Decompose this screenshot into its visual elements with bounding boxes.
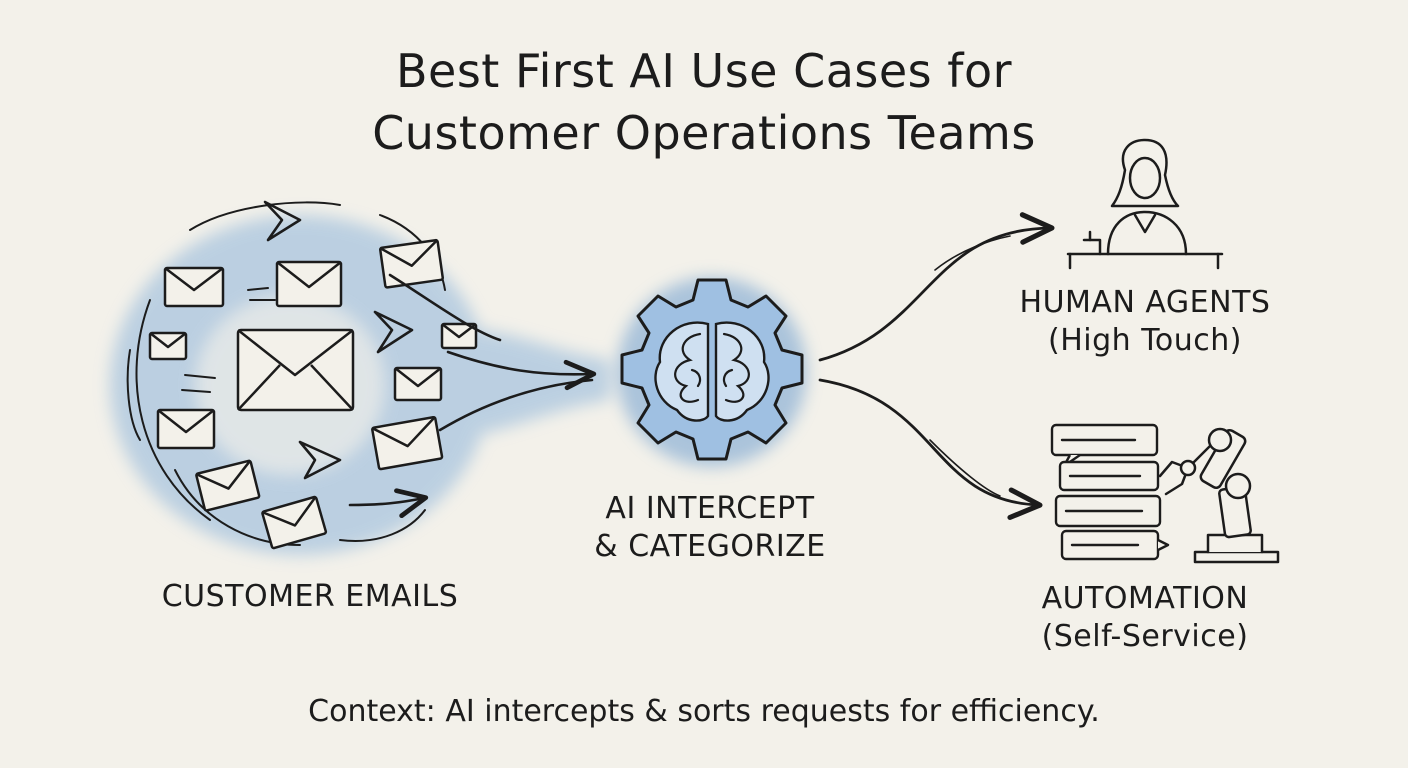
brain-gear-icon <box>620 278 804 461</box>
customer-emails-label: CUSTOMER EMAILS <box>120 578 500 616</box>
chevron-icon <box>263 200 414 480</box>
automation-label: AUTOMATION (Self-Service) <box>1000 580 1290 656</box>
envelope-icon <box>148 238 478 550</box>
chat-bubbles-icon <box>1050 423 1170 561</box>
human-agents-label: HUMAN AGENTS (High Touch) <box>1000 284 1290 360</box>
title-line-1: Best First AI Use Cases for <box>395 44 1013 98</box>
ai-intercept-label: AI INTERCEPT & CATEGORIZE <box>560 490 860 566</box>
page-title: Best First AI Use Cases for Customer Ope… <box>0 40 1408 164</box>
robot-arm-icon <box>1158 427 1280 564</box>
flow-arrows-out <box>818 212 1055 520</box>
ai-intercept-line-2: & CATEGORIZE <box>594 529 826 564</box>
flow-arrows-in <box>348 273 597 519</box>
agent-person-icon <box>1066 138 1224 270</box>
automation-line-1: AUTOMATION <box>1041 581 1249 616</box>
customer-emails-text: CUSTOMER EMAILS <box>161 579 459 614</box>
automation-line-2: (Self-Service) <box>1041 619 1249 654</box>
title-line-2: Customer Operations Teams <box>372 106 1036 160</box>
human-agents-line-1: HUMAN AGENTS <box>1019 285 1271 320</box>
ai-intercept-line-1: AI INTERCEPT <box>605 491 815 526</box>
context-caption: Context: AI intercepts & sorts requests … <box>308 694 1100 729</box>
human-agents-line-2: (High Touch) <box>1048 323 1242 358</box>
